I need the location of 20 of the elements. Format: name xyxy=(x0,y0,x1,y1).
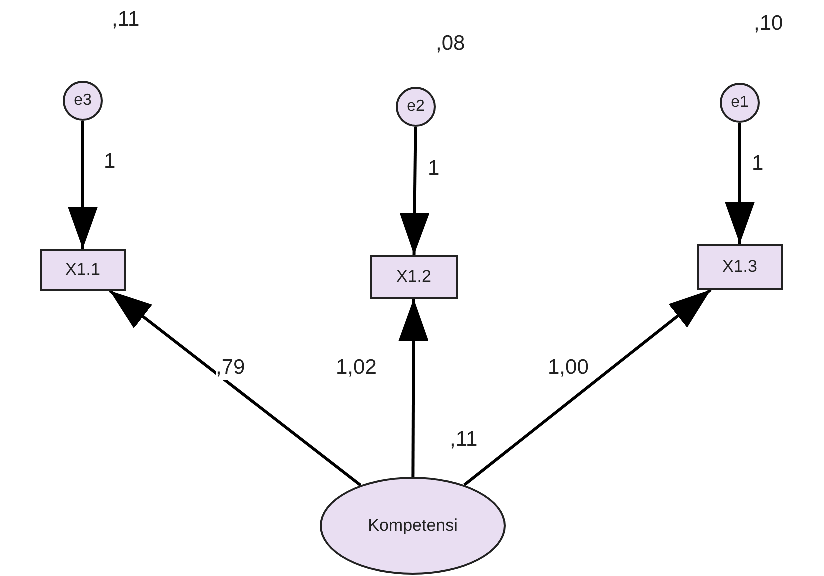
arrow xyxy=(464,288,712,486)
variance-estimate: ,11 xyxy=(112,8,140,32)
ellipse-node: e1 xyxy=(720,83,760,123)
observed-variable-box: X1.3 xyxy=(697,244,783,290)
arrow xyxy=(725,123,755,244)
ellipse-node: e2 xyxy=(396,87,436,127)
observed-variable-box: X1.1 xyxy=(40,249,126,291)
ellipse-node: e3 xyxy=(63,81,103,121)
variance-estimate: ,11 xyxy=(450,428,478,452)
variance-estimate: ,08 xyxy=(436,32,466,56)
observed-variable-box: X1.2 xyxy=(370,255,458,299)
arrow xyxy=(398,299,429,477)
path-coefficient: 1,00 xyxy=(548,356,589,380)
arrow xyxy=(68,121,98,249)
path-coefficient: 1,02 xyxy=(336,356,377,380)
variance-estimate: ,10 xyxy=(754,12,784,36)
ellipse-node: Kompetensi xyxy=(320,477,506,575)
arrow xyxy=(109,290,362,487)
path-coefficient: ,79 xyxy=(216,356,246,380)
arrow xyxy=(400,126,430,256)
